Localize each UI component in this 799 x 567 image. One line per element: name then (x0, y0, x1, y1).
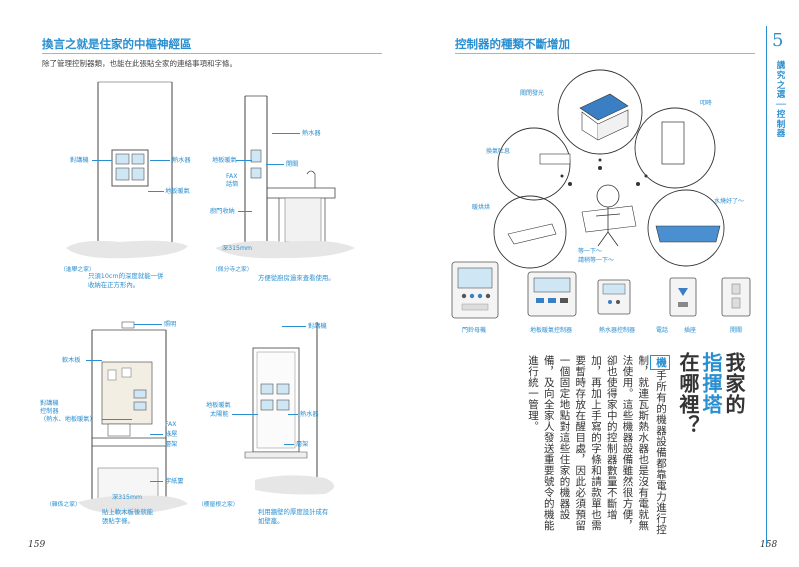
device-label-door-phone: 門鈴母機 (461, 327, 486, 334)
bubble-label-solar: 關閉發光 (520, 90, 545, 97)
fig3-label-depth: 深315mm (112, 494, 143, 501)
bubble-label-bath: 水燒好了～ (714, 198, 745, 205)
fig1-label-water-heater: 熱水器 (172, 157, 191, 164)
fig2-leader-switch (266, 164, 284, 165)
fig4-label-intercom: 對講機 (308, 323, 327, 330)
device-label-outlet: 插座 (683, 327, 696, 334)
fig2-leader-floor-heating (236, 160, 252, 161)
fig1-drawing (66, 81, 188, 259)
fig4-leader-shelf (284, 444, 294, 445)
fig3-drawing (78, 321, 188, 514)
fig2-drawing (215, 95, 355, 259)
fig1-note-1: 只須10cm的深度就能一併 (88, 272, 164, 280)
fig3-leader-phone (150, 434, 163, 435)
fig1-label-ac: 對講機 (70, 157, 89, 164)
fig4-leader-solar (232, 414, 258, 415)
fig3-label-intercom-1: 對講機 (40, 400, 59, 407)
device-label-water-heater: 熱水器控制器 (598, 327, 635, 334)
fig3-leader-lighting (134, 324, 162, 325)
fig3-note-2: 張貼字條。 (102, 517, 134, 525)
bubble-label-fan: 換氣吐息 (486, 148, 511, 155)
fig2-caption: （佩分寺之家） (212, 267, 253, 273)
fig2-label-fax-2: 話筒 (226, 181, 239, 188)
fig4-label-water-heater: 熱水器 (300, 411, 319, 418)
chapter-number: 5 (772, 30, 784, 51)
fig2-label-water-heater: 熱水器 (302, 130, 321, 137)
fig4-label-shelf: 層架 (296, 441, 309, 448)
fig2-leader-water-heater (272, 133, 300, 134)
fig3-leader-stand (150, 481, 163, 482)
fig3-caption: （雜係之家） (46, 502, 81, 508)
fig3-leader-cork (86, 360, 102, 361)
fig2-label-fax: FAX (226, 173, 238, 180)
device-label-phone: 電話 (655, 327, 668, 334)
fig4-label-floor-heating: 地板暖氣 (206, 402, 231, 409)
right-heading: 控制器的種類不斷增加 (455, 37, 570, 51)
left-heading: 換言之就是住家的中樞神經區 (42, 37, 192, 51)
left-intro: 除了管理控制器類，也能在此張貼全家的連絡事項和字條。 (42, 59, 237, 68)
fig1-leader-floor-heating (148, 191, 164, 192)
fig4-drawing (244, 322, 334, 495)
fig4-note-1: 利用牆壁的厚度設計成有 (258, 508, 329, 516)
device-label-switch: 開關 (729, 327, 742, 334)
controller-illustration (493, 69, 725, 269)
device-label-floor-heating: 地板暖氣控制器 (529, 327, 572, 334)
fig3-label-intercom-2: 控制器 (40, 408, 59, 415)
left-heading-rule (42, 53, 382, 54)
right-body: 機手所有的機器設備都靠電力進行控制，就連瓦斯熱水器也是沒有電就無法使用。這些機器… (480, 355, 670, 535)
fig2-label-door: 廚門收納 (210, 208, 235, 215)
fig3-label-lighting: 照明 (164, 321, 177, 328)
fig3-label-fax: FAX (165, 421, 177, 428)
fig3-label-stand: 字紙簍 (165, 478, 184, 485)
fig3-note-1: 貼上軟木板後就能 (102, 508, 154, 516)
left-page-number: 159 (28, 540, 46, 550)
fig4-label-solar: 太陽能 (210, 411, 229, 418)
right-page-number: 158 (760, 540, 778, 550)
fig4-leader-water-heater (288, 414, 298, 415)
right-title-line-1: 我家的 (722, 352, 746, 415)
right-title-line-3: 在哪裡？ (676, 352, 700, 436)
chapter-rule (766, 26, 767, 546)
body-text: 手所有的機器設備都靠電力進行控制，就連瓦斯熱水器也是沒有電就無法使用。這些機器設… (527, 355, 667, 535)
bubble-label-center-2: 請稍等一下～ (578, 257, 615, 264)
fig3-label-intercom-3: （熱水、地板暖氣） (40, 416, 96, 423)
right-title-line-2: 指揮塔 (699, 352, 723, 415)
fig2-note: 方便從廚房過來查看使用。 (258, 274, 335, 282)
right-title: 我家的指揮塔在哪裡？ (676, 352, 746, 527)
fig4-note-2: 如壁龕。 (258, 517, 284, 525)
fig1-note-2: 收納在正方形內。 (88, 281, 140, 289)
bubble-label-door: 叩咚 (700, 100, 713, 107)
fig3-label-phone: 綠屋 (165, 431, 178, 438)
fig4-leader-intercom (282, 326, 306, 327)
fig1-label-floor-heating: 地板暖氣 (165, 188, 190, 195)
fig1-caption: （進攀之家） (60, 267, 95, 273)
fig1-leader-ac (92, 160, 112, 161)
right-heading-rule (455, 53, 755, 54)
fig4-caption: （櫻屋根之家） (198, 502, 239, 508)
fig2-label-floor-heating: 地板暖氣 (212, 157, 237, 164)
bubble-label-heat: 暖烘烘 (472, 204, 491, 211)
fig1-leader-water-heater (150, 160, 170, 161)
body-lead-character: 機 (650, 355, 670, 370)
device-row (451, 261, 751, 319)
fig3-label-shelf: 層架 (165, 441, 178, 448)
fig3-leader-intercom (102, 419, 132, 420)
fig2-label-switch: 開關 (286, 161, 299, 168)
fig3-label-cork: 軟木板 (62, 357, 81, 364)
fig2-label-depth: 深315mm (222, 245, 253, 252)
fig2-leader-door (238, 211, 252, 212)
bubble-label-center-1: 等一下～ (578, 248, 603, 255)
chapter-title: 講究之選──控制器 (775, 61, 787, 140)
